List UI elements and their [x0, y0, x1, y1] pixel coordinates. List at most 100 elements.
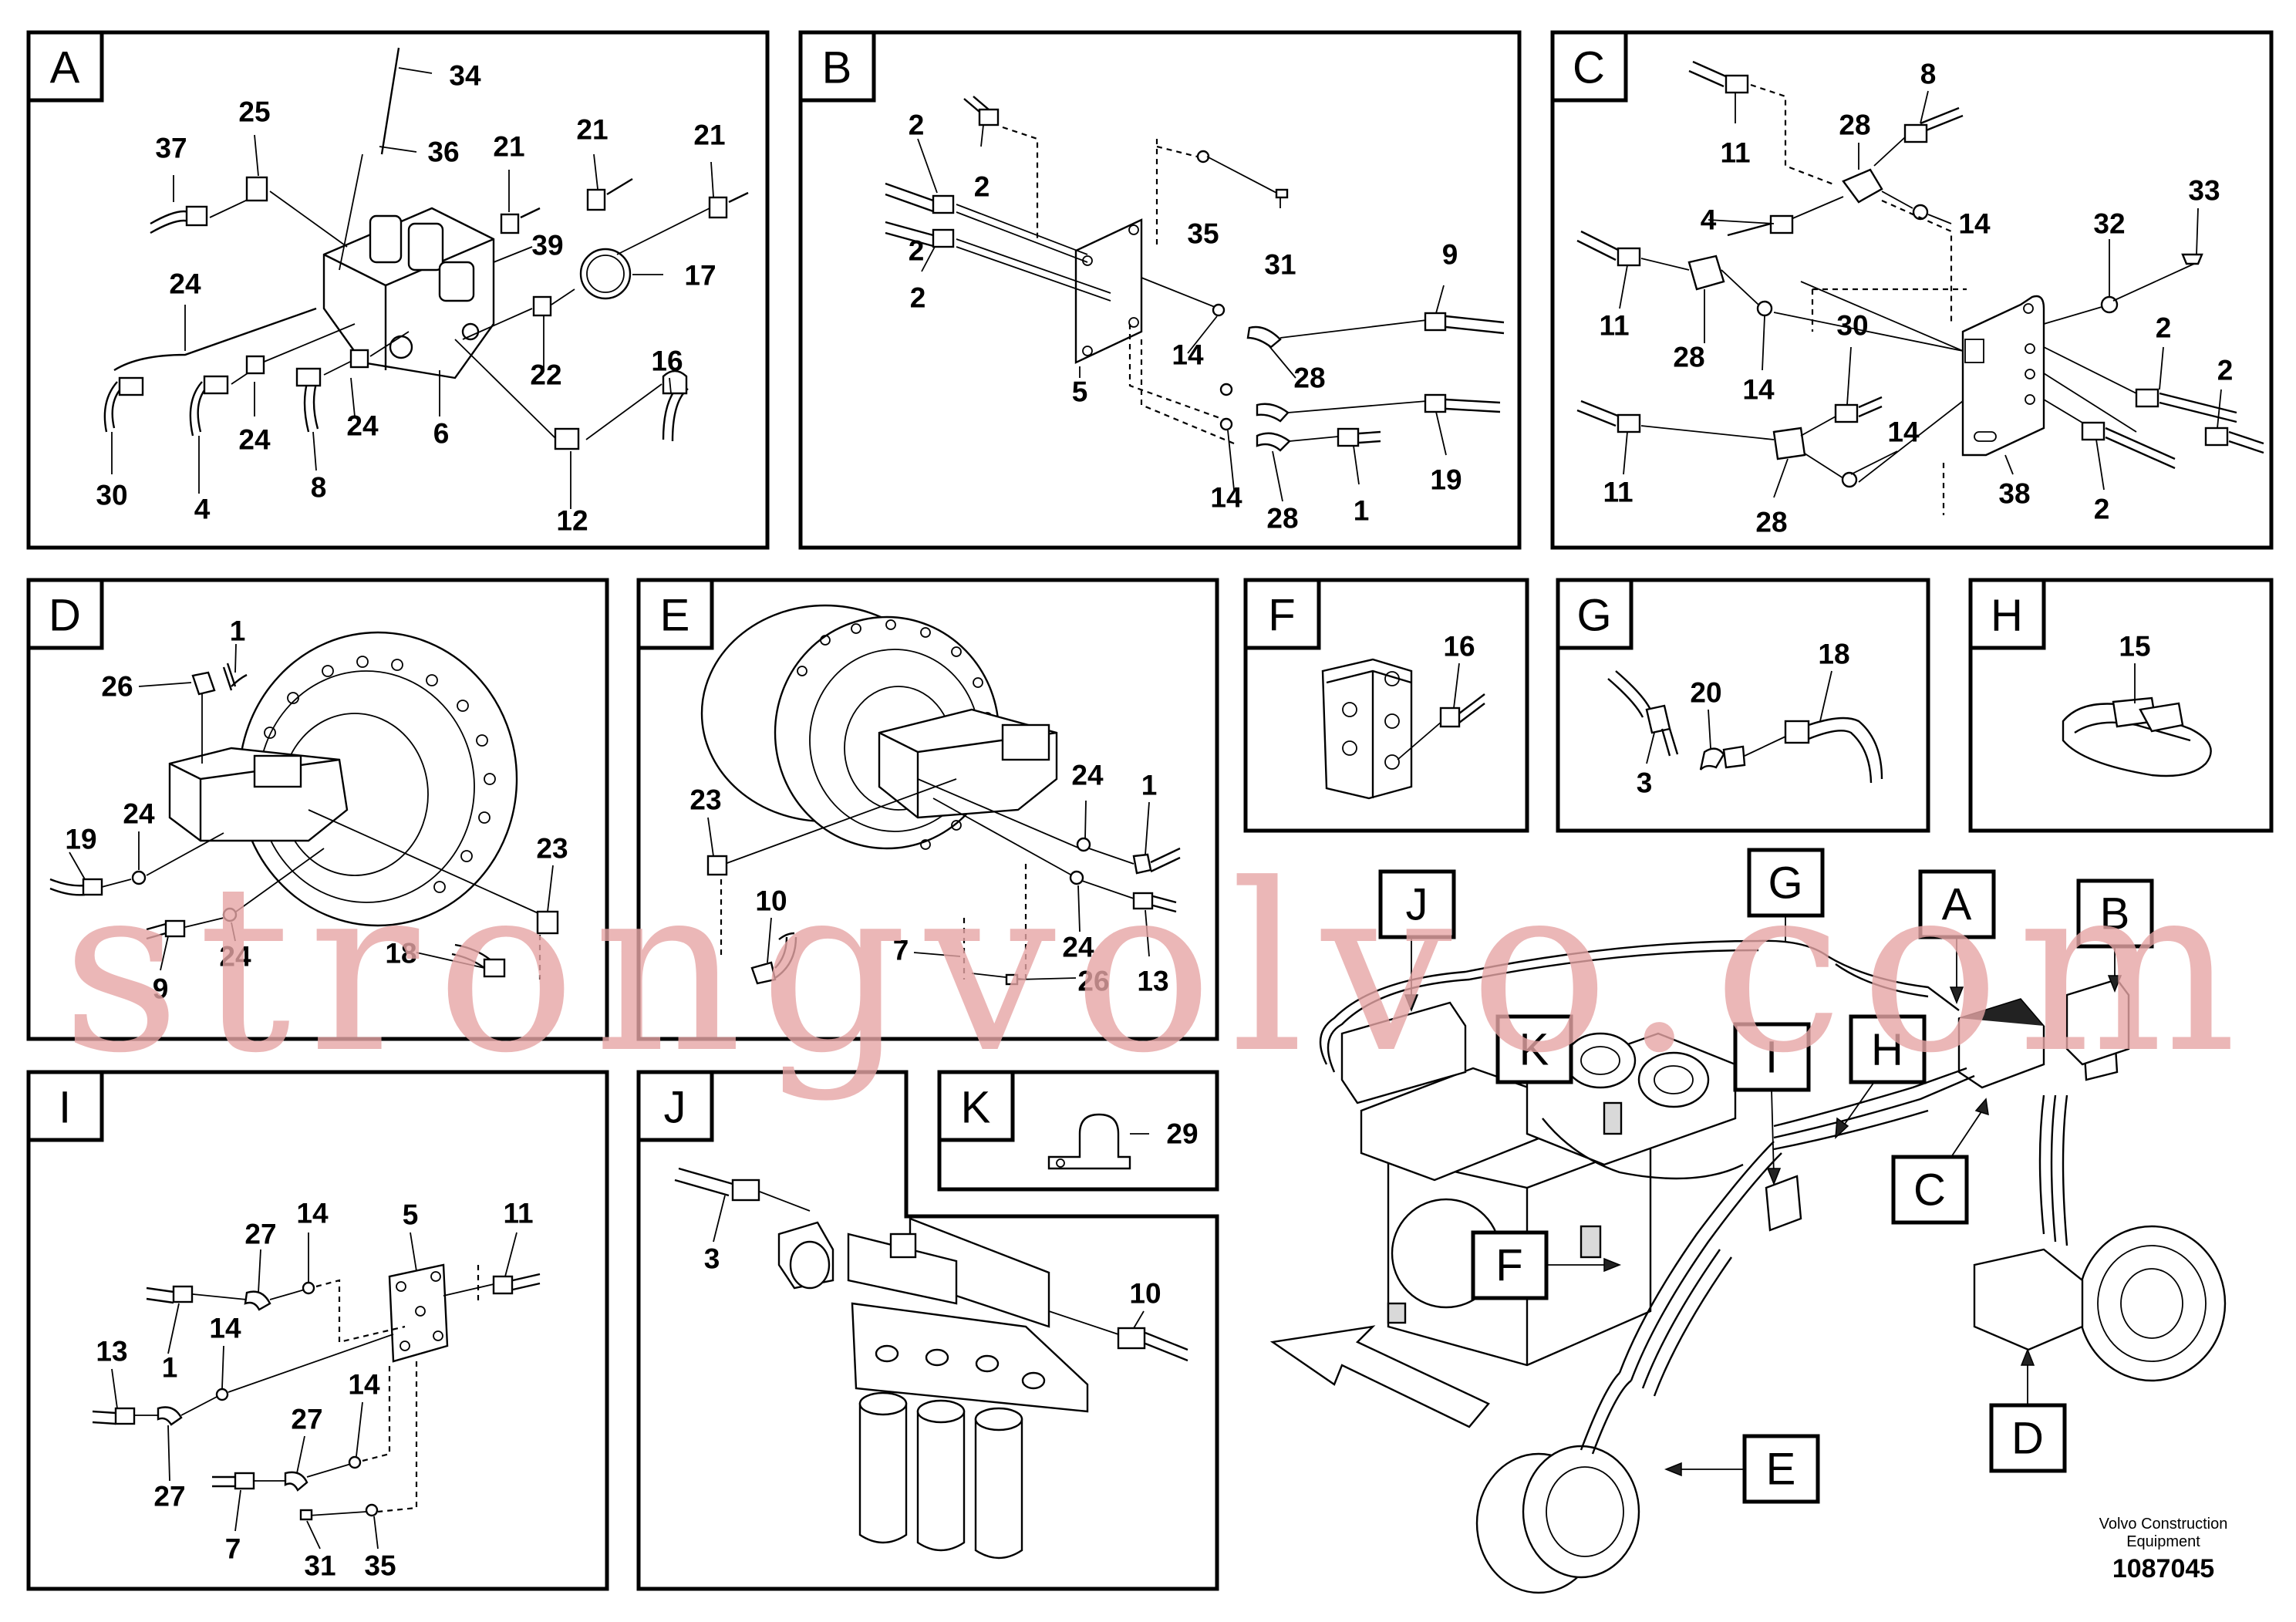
panel-c-tag [1550, 30, 1628, 103]
callout-i-7: 7 [225, 1533, 241, 1565]
callout-i-11: 11 [503, 1198, 533, 1229]
pressure-gauge-icon [579, 248, 632, 300]
callout-c-30: 30 [1836, 310, 1868, 342]
callout-a-24-b: 24 [238, 424, 271, 456]
panel-b-frame [798, 30, 1522, 550]
callout-i-35: 35 [364, 1550, 396, 1582]
callout-b-19: 19 [1430, 464, 1462, 496]
callout-c-28-c: 28 [1755, 507, 1787, 538]
callout-e-24-a: 24 [1071, 760, 1104, 791]
panel-d-tag [26, 578, 104, 650]
callout-a-21-c: 21 [693, 120, 725, 151]
callout-a-22: 22 [530, 359, 561, 391]
panel-i: I [26, 1070, 609, 1591]
callout-a-24-a: 24 [169, 268, 201, 300]
callout-a-36: 36 [427, 137, 459, 168]
overview-tag-h: H [1835, 1014, 1927, 1139]
callout-a-24-c: 24 [346, 410, 379, 442]
callout-d-9: 9 [153, 973, 169, 1005]
callout-c-11-c: 11 [1603, 477, 1633, 508]
panel-e-label: E [660, 591, 690, 641]
overview-tag-i: I [1733, 1022, 1811, 1186]
panel-a-label: A [50, 43, 80, 93]
panel-b-label: B [822, 43, 852, 93]
callout-a-34: 34 [449, 60, 481, 92]
callout-c-14-c: 14 [1887, 416, 1920, 448]
callout-a-37: 37 [155, 133, 187, 164]
panel-k: K 29 [937, 1070, 1219, 1192]
direction-arrow-icon [1269, 1325, 1490, 1428]
callout-a-30: 30 [96, 480, 127, 511]
callout-j-3: 3 [704, 1243, 720, 1275]
panel-j: J 3 10 [636, 1070, 1219, 1591]
callout-h-15: 15 [2119, 631, 2150, 663]
callout-a-8: 8 [311, 472, 327, 504]
callout-i-31: 31 [304, 1550, 335, 1582]
callout-k-29: 29 [1166, 1118, 1198, 1150]
panel-i-frame [26, 1070, 609, 1591]
callout-b-2-a: 2 [909, 110, 925, 141]
brand-line-1: Volvo Construction [2099, 1516, 2228, 1533]
callout-e-10: 10 [755, 885, 787, 917]
callout-i-14-a: 14 [296, 1198, 329, 1229]
watermark: strongvolvo.com [62, 835, 2237, 1104]
callout-b-14-a: 14 [1172, 339, 1204, 371]
callout-c-33: 33 [2188, 175, 2220, 207]
callout-c-14-b: 14 [1742, 374, 1775, 406]
callout-c-8: 8 [1920, 59, 1937, 90]
panel-a: A [26, 30, 770, 550]
callout-b-2-c: 2 [909, 235, 925, 267]
overview-tag-d: D [1989, 1347, 2067, 1473]
panel-j-label: J [664, 1083, 686, 1133]
callout-a-21-a: 21 [493, 131, 524, 163]
svg-text:K: K [1519, 1025, 1549, 1075]
callout-i-5: 5 [403, 1199, 419, 1231]
callout-i-27-a: 27 [244, 1219, 276, 1250]
callout-i-27-c: 27 [291, 1404, 322, 1435]
callout-d-19: 19 [65, 824, 96, 855]
panel-d-label: D [49, 591, 81, 641]
machine-overview: J G A B K I [1269, 848, 2227, 1594]
panel-f-label: F [1268, 591, 1295, 641]
panel-d: D [26, 578, 609, 1041]
callout-c-28-a: 28 [1839, 110, 1870, 141]
callout-b-35: 35 [1187, 218, 1219, 250]
panel-h-tag [1968, 578, 2046, 650]
callout-e-7: 7 [893, 935, 909, 966]
callout-d-26: 26 [101, 671, 133, 703]
panel-h-label: H [1991, 591, 2023, 641]
callout-d-24-b: 24 [219, 941, 251, 973]
overview-tag-b: B [2076, 878, 2154, 993]
callout-d-24-a: 24 [123, 798, 155, 830]
overview-tag-f: F [1471, 1230, 1622, 1300]
panel-b-tag [798, 30, 876, 103]
callout-i-13: 13 [96, 1336, 127, 1367]
callout-b-14-b: 14 [1210, 482, 1242, 514]
oil-filters [858, 1391, 1023, 1560]
panel-k-tag [937, 1070, 1015, 1142]
document-number: 1087045 [2112, 1554, 2214, 1583]
hose-clamp-icon [1047, 1113, 1131, 1170]
svg-text:G: G [1768, 858, 1802, 909]
callout-i-1: 1 [162, 1352, 178, 1384]
callout-i-27-b: 27 [153, 1481, 185, 1512]
overview-tag-k: K [1495, 1014, 1573, 1084]
overview-tag-g: G [1747, 848, 1825, 941]
callout-i-14-c: 14 [348, 1369, 380, 1401]
panel-f: F 16 [1243, 578, 1529, 833]
callout-b-28-a: 28 [1293, 363, 1325, 394]
callout-g-20: 20 [1690, 677, 1721, 709]
valve-block [322, 207, 495, 379]
callout-e-1: 1 [1141, 770, 1158, 801]
callout-a-17: 17 [684, 260, 716, 292]
panel-e-tag [636, 578, 714, 650]
svg-text:J: J [1406, 880, 1428, 930]
callout-d-1: 1 [230, 615, 246, 647]
svg-text:E: E [1766, 1445, 1796, 1495]
callout-b-1: 1 [1354, 495, 1370, 527]
panel-b: B [798, 30, 1522, 550]
callout-e-26: 26 [1077, 966, 1109, 997]
callout-c-4: 4 [1701, 204, 1717, 236]
svg-text:F: F [1495, 1241, 1522, 1291]
panel-k-label: K [961, 1083, 991, 1133]
